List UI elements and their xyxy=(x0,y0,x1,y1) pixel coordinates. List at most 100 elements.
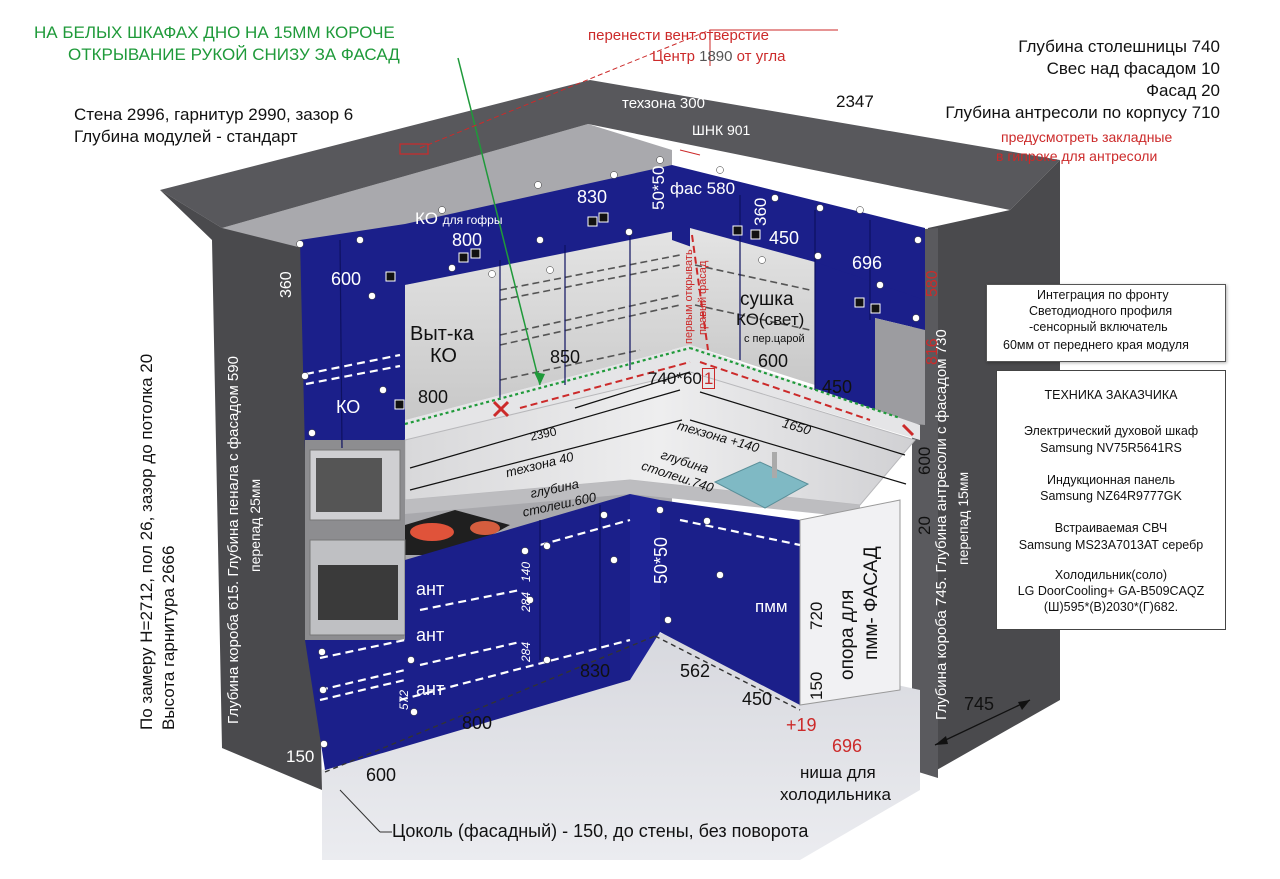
label-d830low: 830 xyxy=(580,661,611,681)
label-d20right: 20 xyxy=(915,516,934,535)
note-left-vert2: Высота гарнитура 2666 xyxy=(159,545,178,730)
label-d360left: 360 xyxy=(278,271,295,298)
label-d600left: 600 xyxy=(331,269,362,289)
note-vent-line1: перенести вент.отверстие xyxy=(588,27,769,44)
label-d600low: 600 xyxy=(366,765,397,785)
label-opora1: опора для xyxy=(837,589,858,680)
green-leader xyxy=(457,57,541,386)
note-tr-line2: Свес над фасадом 10 xyxy=(1046,59,1220,78)
label-d816red: 816 xyxy=(924,338,941,365)
note-niche2: холодильника xyxy=(780,785,891,804)
tech-mw2: Samsung MS23A7013AT серебр xyxy=(1018,537,1204,552)
note-right-vert1: Глубина короба 745. Глубина антресоли с … xyxy=(933,329,950,720)
note-vent-suffix: от угла xyxy=(736,48,786,65)
label-first-open1: первым открывать xyxy=(683,249,695,344)
label-d600mid: 600 xyxy=(758,351,789,371)
faucet xyxy=(772,452,777,478)
tech-fridge2: LG DoorCooling+ GA-B509CAQZ xyxy=(1017,584,1205,598)
tech-hob2: Samsung NZ64R9777GK xyxy=(1040,489,1182,503)
legend-box: Интеграция по фронту Светодиодного профи… xyxy=(986,284,1226,362)
label-ko-gofr-main: КО xyxy=(415,209,438,228)
pmm-support-panel xyxy=(799,499,901,706)
label-first-open2: правый фасад xyxy=(697,260,709,335)
label-vytka2: КО xyxy=(430,345,457,367)
note-vent-value: 1890 xyxy=(699,48,733,65)
note-tr-red1: предусмотреть закладные xyxy=(1001,129,1173,145)
label-d50x50top: 50*50 xyxy=(649,165,668,210)
label-d140: 140 xyxy=(519,561,533,582)
label-d580red: 580 xyxy=(924,270,941,297)
note-green-line2: ОТКРЫВАНИЕ РУКОЙ СНИЗУ ЗА ФАСАД xyxy=(68,45,400,64)
upper-left-blue xyxy=(300,224,405,452)
note-wall-line2: Глубина модулей - стандарт xyxy=(74,127,298,146)
backsplash xyxy=(405,345,920,440)
label-d800mid: 800 xyxy=(418,387,449,407)
label-d562: 562 xyxy=(680,661,711,681)
note-tr-red2: в гипроке для антресоли xyxy=(996,148,1158,164)
label-sushka1: сушка xyxy=(740,289,794,310)
label-d600right: 600 xyxy=(915,446,934,475)
base-left-blue xyxy=(305,494,630,770)
label-d696low: 696 xyxy=(832,736,863,756)
note-right-vert2: перепад 15мм xyxy=(955,471,971,565)
label-d360mid: 360 xyxy=(751,197,770,226)
label-d720: 720 xyxy=(807,601,826,630)
label-pmm: пмм xyxy=(755,597,788,616)
vent-leader xyxy=(419,29,711,149)
label-d745: 745 xyxy=(964,694,995,714)
label-ant2: ант xyxy=(416,625,445,645)
label-shnk: ШНК 901 xyxy=(692,122,751,138)
upper-right-blue-low xyxy=(815,262,925,420)
label-tech300: техзона 300 xyxy=(622,95,705,112)
note-tr-line3: Фасад 20 xyxy=(1146,81,1220,100)
note-tr-line4: Глубина антресоли по корпусу 710 xyxy=(945,103,1220,122)
label-d572: 572 xyxy=(397,689,411,710)
note-wall-line1: Стена 2996, гарнитур 2990, зазор 6 xyxy=(74,105,354,124)
note-penal-vert1: Глубина короба 615. Глубина пенала с фас… xyxy=(225,356,242,724)
label-sushka3: с пер.царой xyxy=(744,333,805,345)
note-plinth: Цоколь (фасадный) - 150, до стены, без п… xyxy=(392,821,809,841)
label-vytka1: Выт-ка xyxy=(410,323,474,345)
upper-right-grey xyxy=(875,318,925,425)
upper-right-white xyxy=(690,228,815,385)
note-left-vert1: По замеру Н=2712, пол 26, зазор до потол… xyxy=(137,353,156,730)
note-penal-vert2: перепад 25мм xyxy=(247,478,263,572)
tech-mw1: Встраиваемая СВЧ xyxy=(1054,521,1168,536)
label-opora2: пмм- ФАСАД xyxy=(861,546,882,660)
label-d696top: 696 xyxy=(852,253,883,273)
label-d284a: 284 xyxy=(519,591,533,612)
label-d740x601-tail: 1 xyxy=(701,368,716,389)
legend-led3: 60мм от переднего края модуля xyxy=(1003,338,1189,352)
legend-integration: Интеграция по фронту xyxy=(1037,288,1169,302)
legend-led2: -сенсорный включатель xyxy=(1029,320,1168,334)
label-d150left: 150 xyxy=(286,747,315,766)
label-d800low: 800 xyxy=(462,713,493,733)
note-vent-line2: Центр 1890 от угла xyxy=(652,48,786,66)
tech-title: ТЕХНИКА ЗАКАЗЧИКА xyxy=(1044,388,1178,402)
left-shell-wall xyxy=(160,190,322,790)
tech-hob1: Индукционная панель xyxy=(1047,472,1175,487)
label-d50x50low: 50*50 xyxy=(651,536,671,584)
note-green-line1: НА БЕЛЫХ ШКАФАХ ДНО НА 15ММ КОРОЧЕ xyxy=(34,23,395,42)
label-d450top: 450 xyxy=(769,228,800,248)
label-d740x601-main: 740*60 xyxy=(648,369,702,388)
ceiling xyxy=(160,80,1060,228)
label-ko-gofr-small: для гофры xyxy=(442,213,503,227)
label-fas580: фас 580 xyxy=(670,179,736,198)
label-d800top: 800 xyxy=(452,230,483,250)
legend-led1: Светодиодного профиля xyxy=(1029,304,1173,318)
tech-oven2: Samsung NV75R5641RS xyxy=(1040,440,1182,455)
label-d2347: 2347 xyxy=(836,92,874,111)
label-sushka2: КО(свет) xyxy=(736,310,805,329)
label-d284b: 284 xyxy=(519,641,533,662)
label-ko-left: КО xyxy=(336,397,361,417)
sink xyxy=(713,461,810,509)
note-niche1: ниша для xyxy=(800,763,876,782)
label-ant3: ант xyxy=(416,679,445,699)
label-ko-gofr: КО для гофры xyxy=(415,209,503,229)
label-ant1: ант xyxy=(416,579,445,599)
label-d850: 850 xyxy=(550,347,581,367)
note-vent-center: Центр xyxy=(652,48,695,65)
label-d150r: 150 xyxy=(807,671,826,700)
